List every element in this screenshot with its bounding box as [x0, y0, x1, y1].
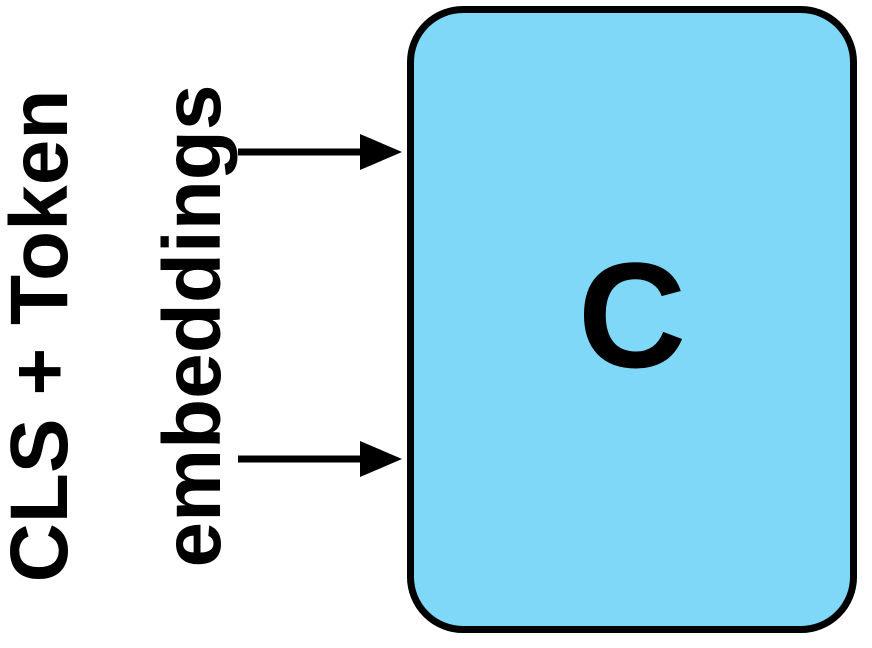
arrow-bottom — [238, 441, 402, 477]
arrow-top — [238, 134, 402, 170]
c-block-label: C — [577, 230, 687, 399]
arrow-bottom-head — [360, 441, 402, 477]
arrow-top-head — [360, 134, 402, 170]
c-block: C — [407, 6, 857, 633]
